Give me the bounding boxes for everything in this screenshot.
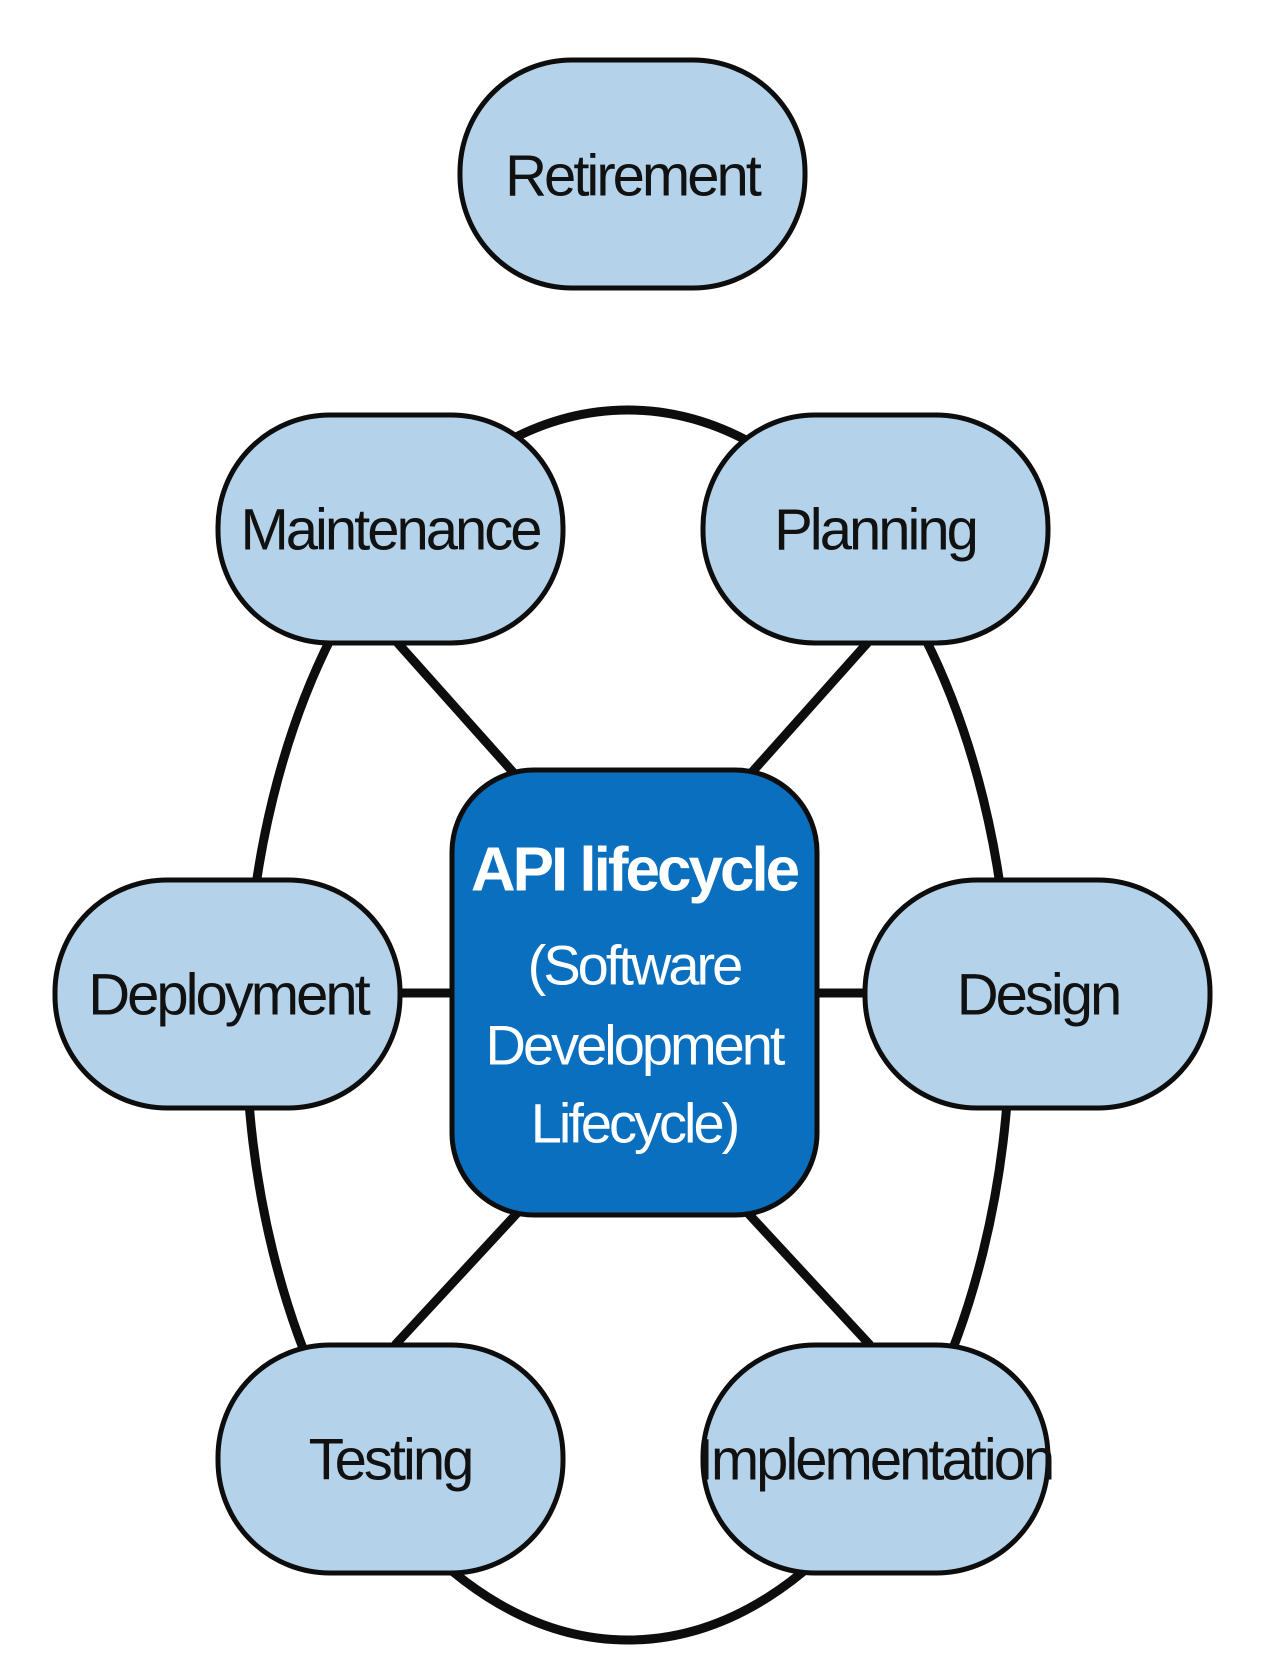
spokes — [391, 637, 874, 1349]
node-planning-label: Planning — [774, 498, 976, 563]
node-retirement-label: Retirement — [505, 144, 762, 209]
node-testing[interactable]: Testing — [215, 1342, 566, 1576]
node-retirement[interactable]: Retirement — [457, 57, 808, 291]
node-implementation[interactable]: Implementation — [698, 1342, 1055, 1576]
node-design[interactable]: Design — [862, 877, 1213, 1111]
node-deployment[interactable]: Deployment — [52, 877, 403, 1111]
spoke-planning — [741, 637, 874, 783]
node-implementation-label: Implementation — [698, 1428, 1053, 1493]
node-maintenance[interactable]: Maintenance — [215, 412, 566, 646]
spoke-maintenance — [391, 637, 524, 783]
center-line-3: Lifecycle) — [531, 1092, 738, 1155]
spoke-testing — [391, 1206, 524, 1349]
node-deployment-label: Deployment — [88, 963, 370, 1028]
center-line-2: Development — [486, 1014, 786, 1077]
node-design-label: Design — [957, 963, 1120, 1028]
spoke-implementation — [741, 1206, 874, 1349]
node-testing-label: Testing — [309, 1428, 472, 1493]
node-maintenance-label: Maintenance — [240, 498, 540, 563]
node-center-api-lifecycle[interactable]: API lifecycle (Software Development Life… — [449, 767, 820, 1218]
center-line-1: (Software — [528, 934, 741, 997]
center-title: API lifecycle — [471, 836, 799, 905]
node-planning[interactable]: Planning — [700, 412, 1051, 646]
